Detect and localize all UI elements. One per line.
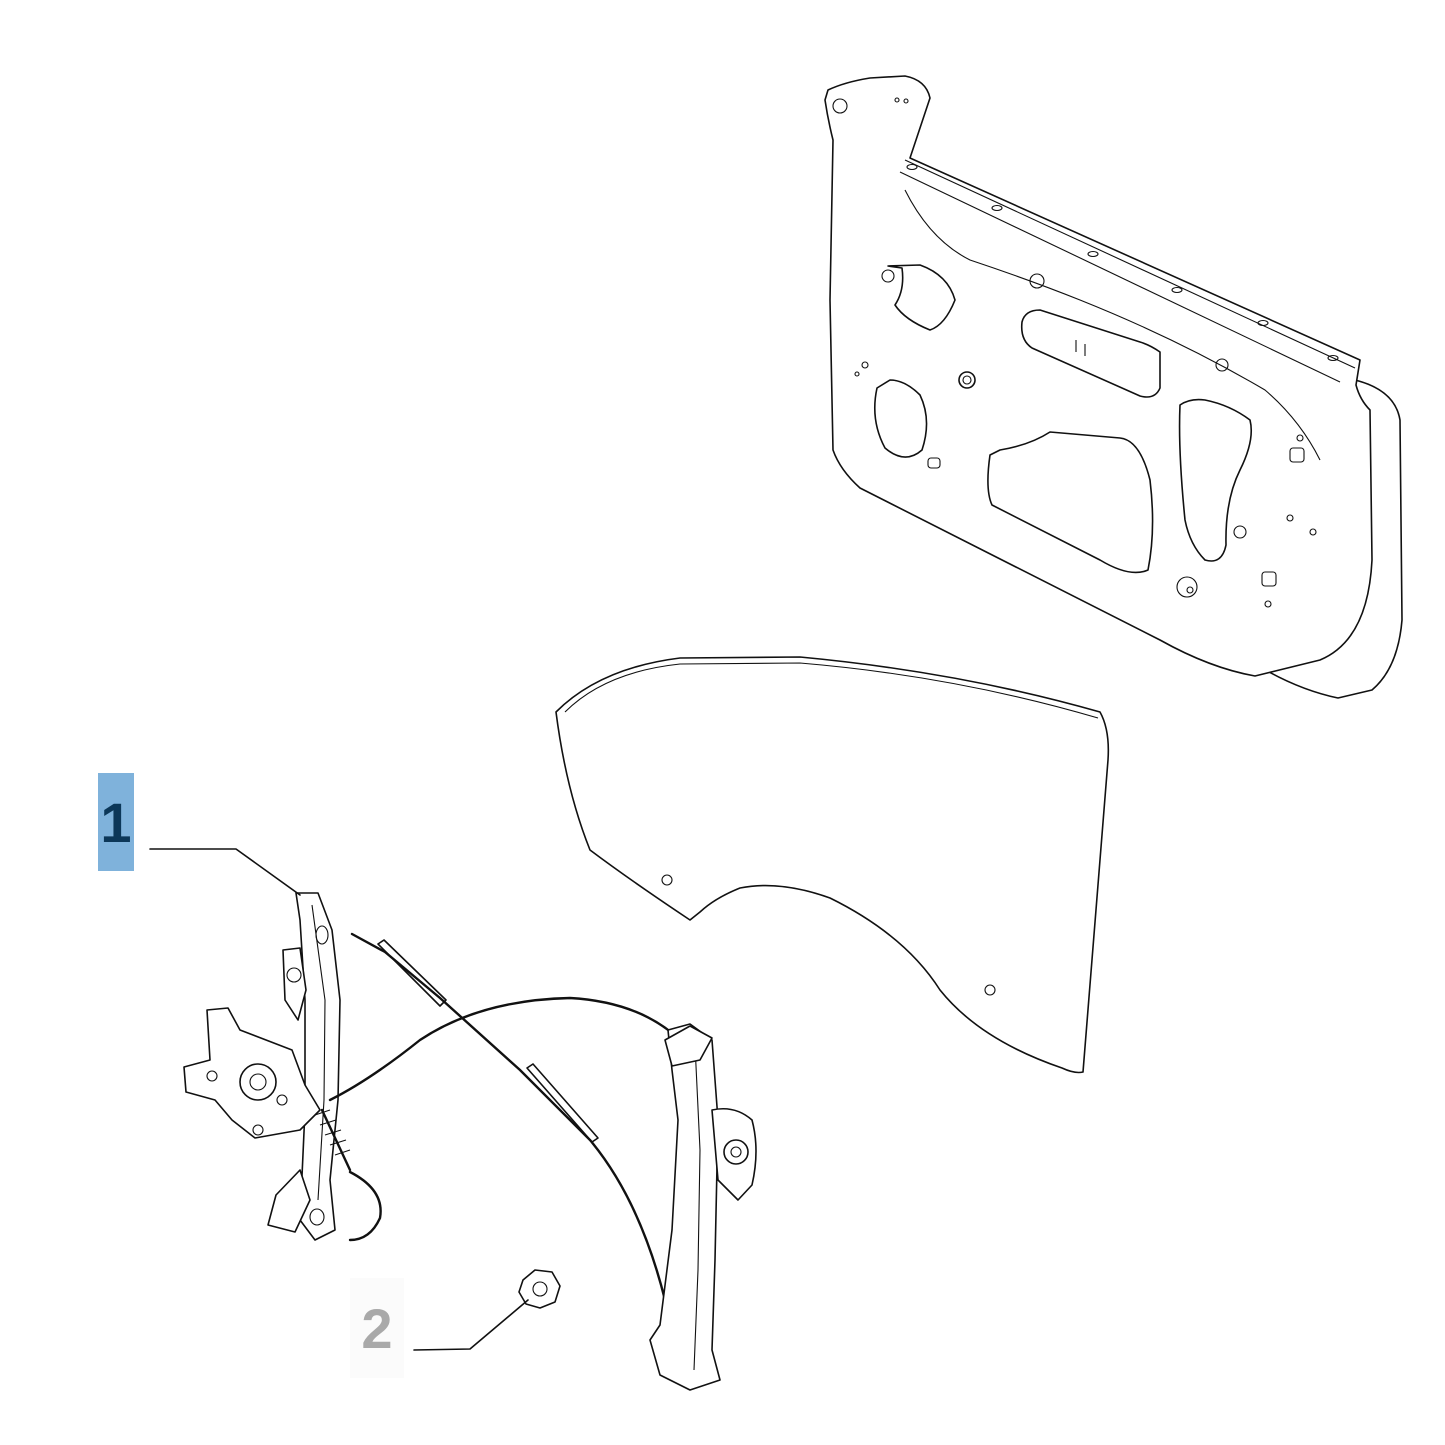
callout-1-number: 1 [100, 790, 132, 854]
leader-line-1 [149, 848, 301, 896]
nut[interactable] [518, 1269, 561, 1309]
callout-2-badge[interactable]: 2 [350, 1278, 404, 1378]
callout-2-number: 2 [361, 1296, 393, 1360]
callout-1-badge[interactable]: 1 [98, 773, 134, 871]
door-inner-panel[interactable] [824, 75, 1403, 699]
leader-line-2 [413, 1299, 529, 1351]
window-glass[interactable] [555, 656, 1110, 1074]
window-regulator[interactable] [183, 892, 757, 1391]
